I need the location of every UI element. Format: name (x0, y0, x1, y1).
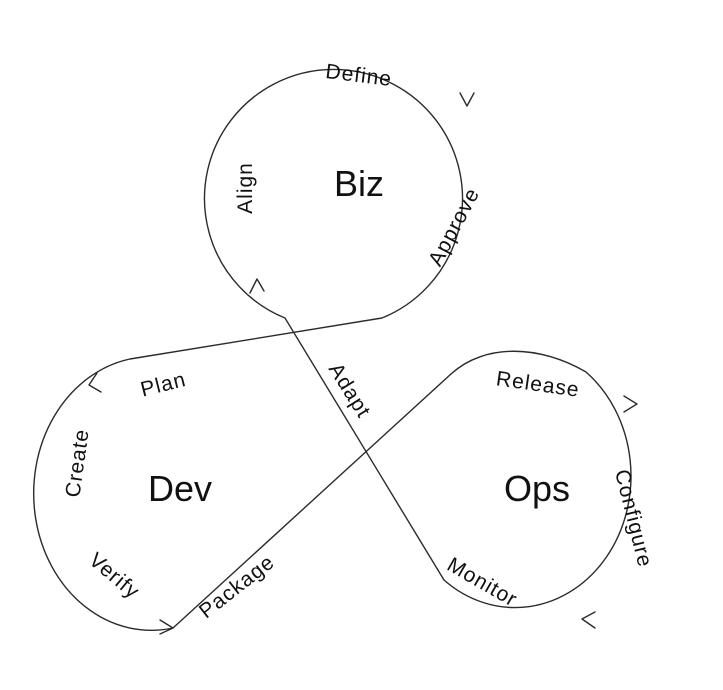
step-label-define: Define (324, 60, 393, 91)
hub-label-biz: Biz (334, 163, 384, 204)
step-label-approve: Approve (424, 184, 484, 270)
step-label-verify: Verify (84, 548, 144, 603)
step-label-create: Create (61, 427, 93, 499)
arrow-configure-monitor (581, 611, 596, 629)
step-label-plan: Plan (138, 368, 188, 401)
arrow-release-configure (623, 395, 638, 413)
arrow-adapt-to-biz (249, 278, 265, 294)
step-label-configure: Configure (610, 467, 657, 570)
step-label-adapt: Adapt (324, 359, 375, 422)
step-label-release: Release (495, 367, 581, 401)
step-label-package: Package (195, 551, 279, 624)
arrow-biz-to-dev (88, 372, 102, 393)
hub-label-ops: Ops (504, 468, 570, 509)
arrow-dev-to-ops (159, 619, 174, 635)
step-label-align: Align (234, 162, 257, 214)
arrow-define-approve (459, 92, 475, 107)
hub-label-dev: Dev (148, 468, 212, 509)
loop-path (33, 68, 632, 631)
